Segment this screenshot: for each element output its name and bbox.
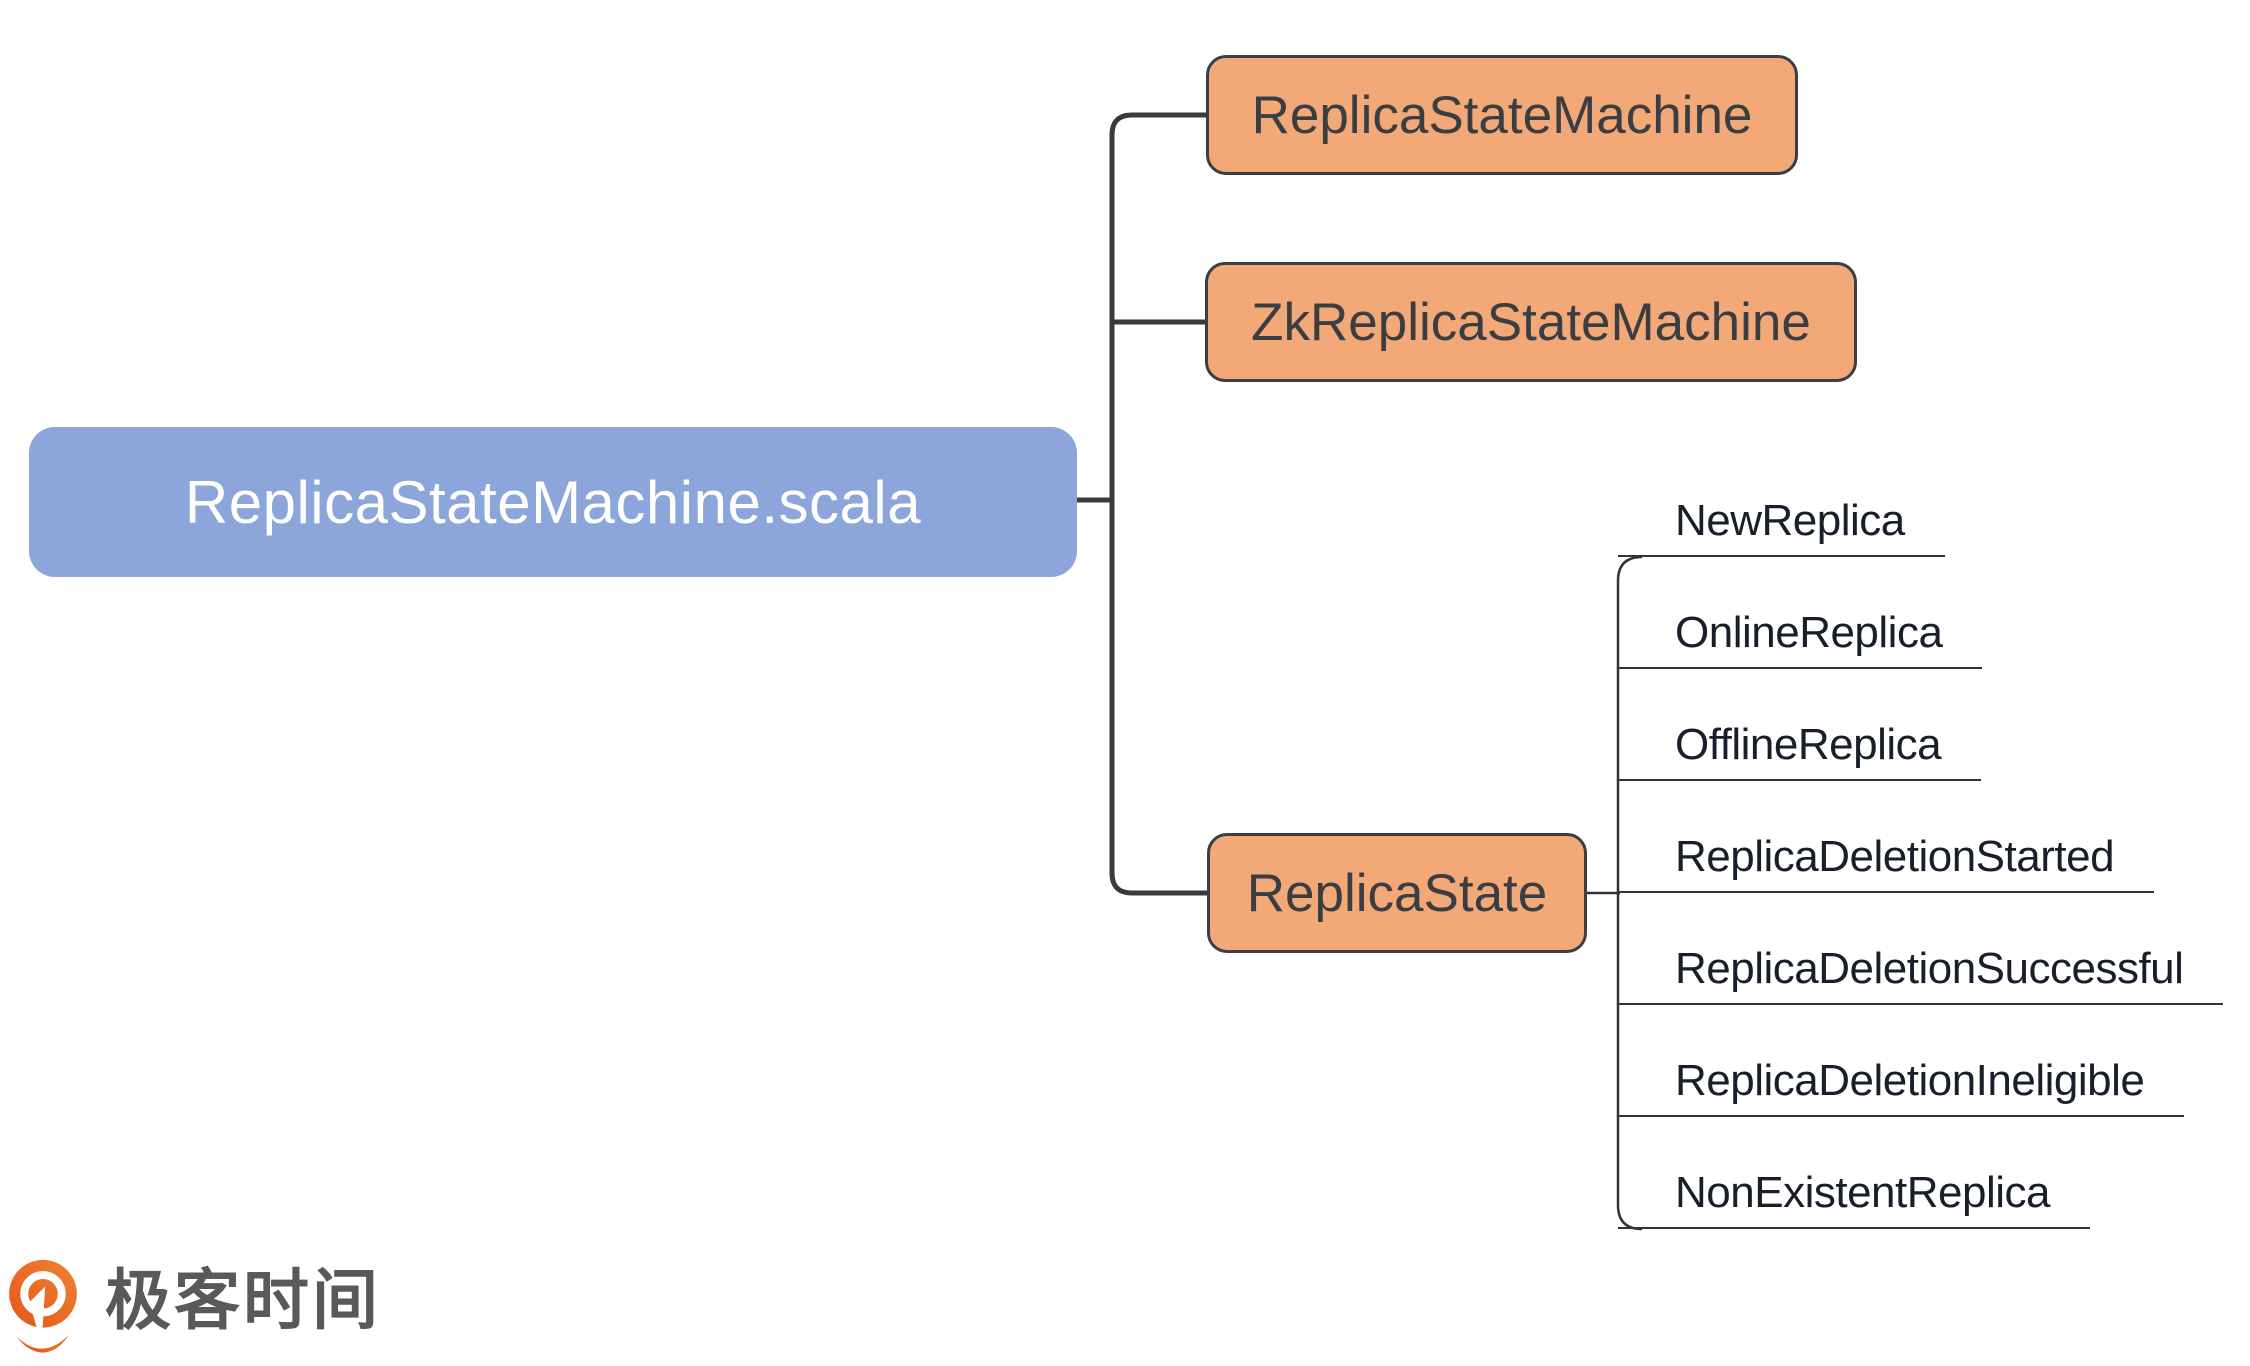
leaf-node-label: ReplicaDeletionStarted — [1675, 832, 2115, 881]
leaf-node-label: NewReplica — [1675, 496, 1905, 545]
trunk-line — [1109, 112, 1207, 896]
leaf-node-label: NonExistentReplica — [1675, 1168, 2050, 1217]
leaf-node: ReplicaDeletionIneligible — [1618, 1005, 2185, 1117]
geektime-logo: 极客时间 — [7, 1252, 381, 1360]
branch-node-replicastatemachine: ReplicaStateMachine — [1206, 55, 1798, 175]
branch-connector-group — [1077, 112, 1207, 896]
leaf-node-label: ReplicaDeletionSuccessful — [1675, 944, 2184, 993]
branch-node-zkreplicastatemachine: ZkReplicaStateMachine — [1205, 262, 1857, 382]
branch-node-replicastate: ReplicaState — [1207, 833, 1587, 953]
leaf-node: OfflineReplica — [1618, 669, 1982, 781]
leaf-node: NonExistentReplica — [1618, 1117, 2090, 1229]
leaf-node: ReplicaDeletionSuccessful — [1618, 893, 2224, 1005]
leaf-connector-group — [1587, 555, 1643, 1231]
root-node-label: ReplicaStateMachine.scala — [184, 468, 922, 536]
replica-state-list: NewReplica OnlineReplica OfflineReplica … — [1618, 445, 2224, 1229]
leaf-node-label: OfflineReplica — [1675, 720, 1942, 769]
root-node: ReplicaStateMachine.scala — [29, 427, 1077, 577]
geektime-pin-icon — [9, 1259, 77, 1353]
geektime-logo-text: 极客时间 — [105, 1263, 381, 1337]
leaf-node: NewReplica — [1618, 445, 1945, 557]
branch-node-label: ReplicaState — [1246, 863, 1548, 923]
branch-node-label: ReplicaStateMachine — [1251, 85, 1753, 145]
leaf-node-label: OnlineReplica — [1675, 608, 1943, 657]
leaf-node-label: ReplicaDeletionIneligible — [1675, 1056, 2145, 1105]
leaf-node: ReplicaDeletionStarted — [1618, 781, 2155, 893]
leaf-node: OnlineReplica — [1618, 557, 1983, 669]
branch-node-label: ZkReplicaStateMachine — [1251, 292, 1811, 352]
leaf-trunk-line — [1616, 555, 1643, 1231]
